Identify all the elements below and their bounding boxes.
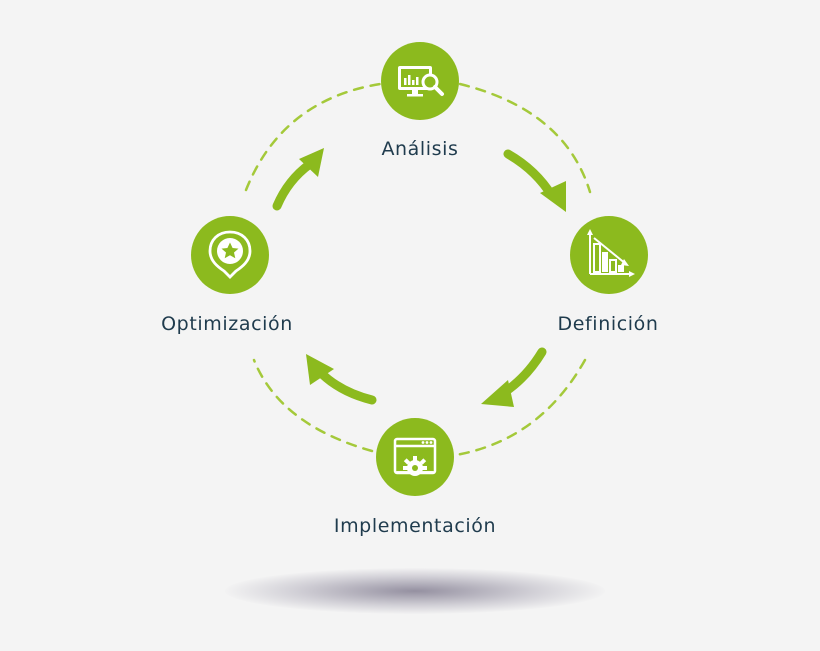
arrow-implementacion-to-optimizacion bbox=[306, 354, 377, 405]
browser-gear-icon bbox=[393, 437, 437, 476]
dashed-arc-implementacion-optimizacion bbox=[252, 358, 374, 453]
monitor-magnifier-icon bbox=[398, 66, 444, 97]
optimizacion-label: Optimización bbox=[161, 313, 293, 335]
optimizacion-node bbox=[191, 216, 269, 294]
arrow-definicion-to-implementacion bbox=[481, 347, 547, 407]
arrow-analisis-to-definicion bbox=[503, 149, 566, 212]
floor-shadow bbox=[225, 568, 605, 614]
arrow-optimizacion-to-analisis bbox=[272, 148, 324, 211]
implementacion-label: Implementación bbox=[333, 515, 497, 537]
definicion-label: Definición bbox=[557, 313, 659, 335]
dashed-arc-definicion-implementacion bbox=[454, 358, 587, 457]
descending-bar-chart-icon bbox=[587, 229, 635, 277]
dashed-arc-optimizacion-analisis bbox=[244, 82, 382, 192]
star-badge-icon bbox=[208, 230, 252, 279]
dashed-arc-analisis-definicion bbox=[458, 82, 592, 194]
implementacion-node bbox=[376, 418, 454, 496]
analisis-node bbox=[381, 42, 459, 120]
analisis-label: Análisis bbox=[381, 138, 459, 160]
definicion-node bbox=[570, 216, 648, 294]
